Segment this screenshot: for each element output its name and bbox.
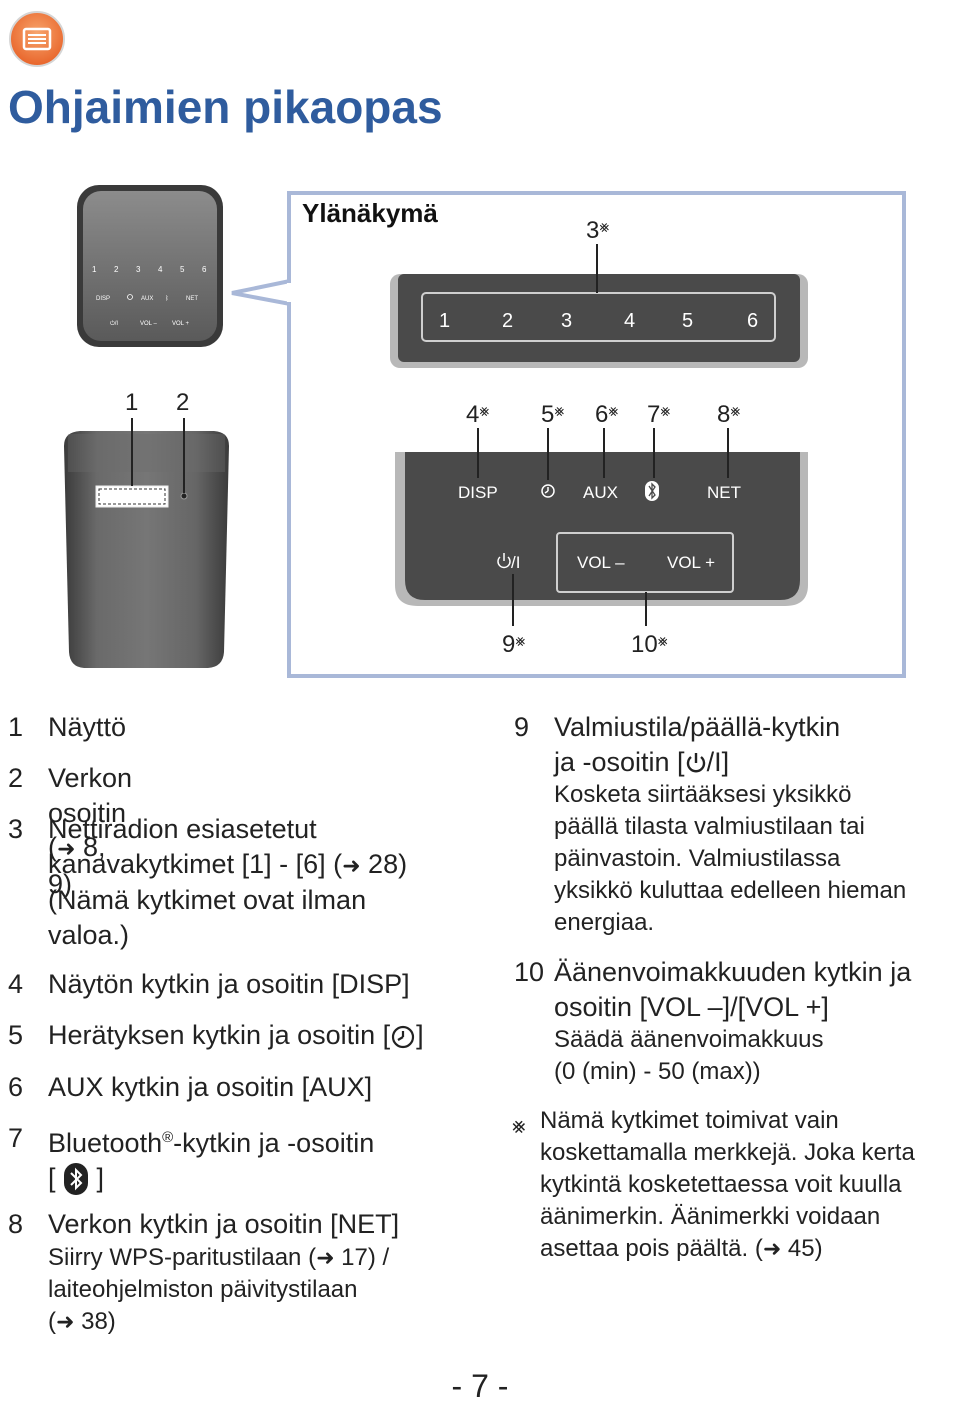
small-preset-2: 2 (114, 265, 119, 274)
bluetooth-icon (64, 1163, 89, 1196)
small-preset-4: 4 (158, 265, 163, 274)
bluetooth-icon[interactable] (645, 481, 659, 501)
preset-5-button[interactable]: 5 (682, 310, 693, 332)
disp-button[interactable]: DISP (458, 483, 498, 502)
arrow-icon: ➜ (316, 1244, 335, 1270)
preset-panel: 1 2 3 4 5 6 (390, 244, 808, 368)
callout-6: 6⨳ (595, 401, 618, 428)
arrow-icon: ➜ (342, 852, 361, 878)
net-button[interactable]: NET (707, 483, 741, 502)
callout-5: 5⨳ (541, 401, 564, 428)
note-mark: ⨳ (512, 1113, 526, 1138)
small-aux: AUX (141, 296, 153, 302)
callout-1: 1 (125, 389, 138, 416)
speaker-diagram: 1 2 3 4 5 6 DISP AUX ᛒ NET ⏻/I VOL – VOL… (64, 185, 906, 678)
callout-3: 3⨳ (586, 217, 609, 244)
small-preset-5: 5 (180, 265, 185, 274)
small-preset-6: 6 (202, 265, 207, 274)
preset-4-button[interactable]: 4 (624, 310, 635, 332)
arrow-icon: ➜ (56, 1308, 75, 1334)
callout-7: 7⨳ (647, 401, 670, 428)
speaker-body (64, 418, 229, 668)
preset-6-button[interactable]: 6 (747, 310, 758, 332)
svg-text:⏻/I: ⏻/I (110, 320, 118, 327)
small-net: NET (186, 296, 198, 302)
callout-10: 10⨳ (631, 631, 668, 658)
small-preset-1: 1 (92, 265, 97, 274)
power-icon (686, 753, 705, 773)
network-indicator (180, 492, 188, 500)
small-vol-plus: VOL + (172, 321, 189, 327)
aux-button[interactable]: AUX (583, 483, 618, 502)
preset-1-button[interactable]: 1 (439, 310, 450, 332)
small-preset-3: 3 (136, 265, 141, 274)
svg-text:ᛒ: ᛒ (165, 295, 169, 302)
small-vol-minus: VOL – (140, 321, 157, 327)
svg-text:/I: /I (511, 553, 520, 572)
callout-4: 4⨳ (466, 401, 489, 428)
top-view-label: Ylänäkymä (302, 198, 438, 228)
preset-2-button[interactable]: 2 (502, 310, 513, 332)
page-number: - 7 - (451, 1368, 509, 1404)
small-disp: DISP (96, 296, 110, 302)
vol-minus-button[interactable]: VOL – (577, 553, 625, 572)
control-panel: DISP AUX NET /I VOL – VOL + (395, 428, 808, 626)
callout-8: 8⨳ (717, 401, 740, 428)
alarm-icon (392, 1025, 415, 1048)
preset-3-button[interactable]: 3 (561, 310, 572, 332)
alarm-icon[interactable] (541, 484, 555, 498)
callout-2: 2 (176, 389, 189, 416)
arrow-icon: ➜ (762, 1236, 782, 1261)
vol-plus-button[interactable]: VOL + (667, 553, 715, 572)
menu-icon[interactable] (8, 10, 66, 68)
small-top-panel: 1 2 3 4 5 6 DISP AUX ᛒ NET ⏻/I VOL – VOL… (77, 185, 223, 347)
callout-9: 9⨳ (502, 631, 525, 658)
arrow-icon: ➜ (57, 836, 76, 861)
page-title: Ohjaimien pikaopas (8, 81, 443, 133)
power-button[interactable]: /I (497, 553, 520, 572)
